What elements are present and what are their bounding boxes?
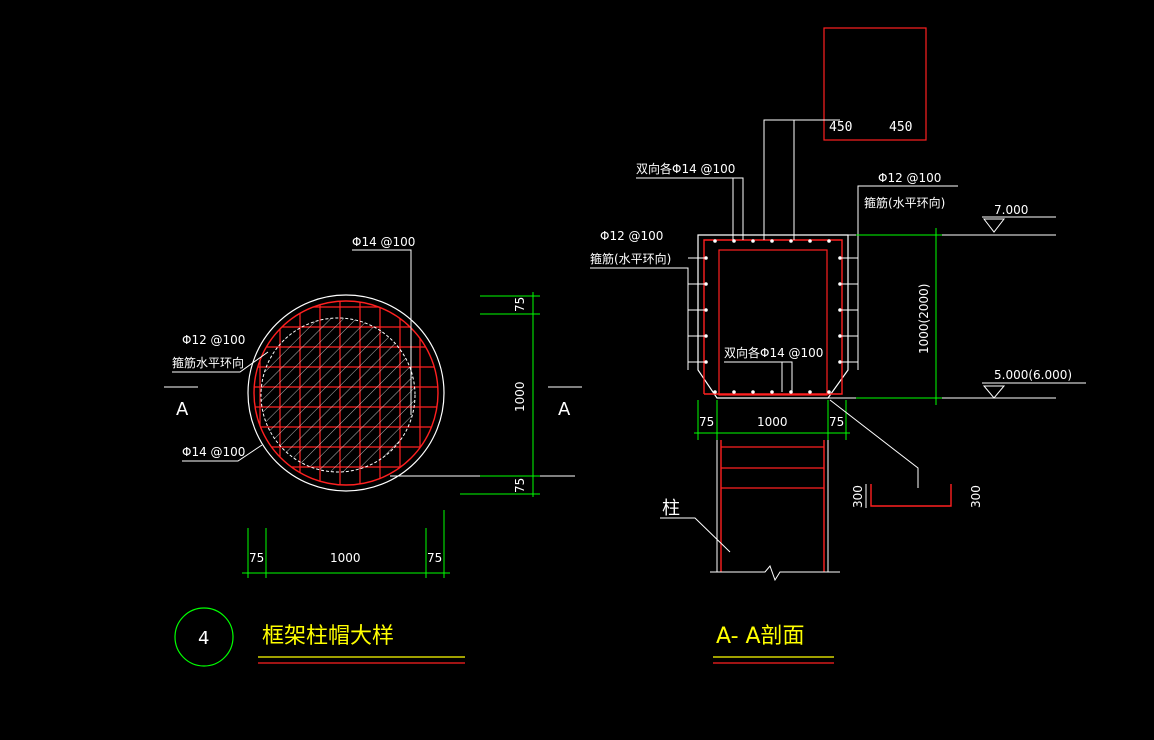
label-top-two-way: 双向各Φ14 @100	[636, 161, 735, 176]
plan-dim-v-top: 75	[513, 297, 527, 312]
detail-number-circle	[174, 607, 234, 667]
rebar-dot	[704, 282, 708, 286]
detail-number: 4	[198, 628, 209, 649]
label-left-stirrup-desc: 箍筋(水平环向)	[590, 251, 671, 266]
rebar-dot	[838, 360, 842, 364]
detail-title: 框架柱帽大样	[262, 624, 394, 649]
leader-left-stirrup	[590, 267, 689, 370]
rebar-dot	[751, 239, 755, 243]
inner-rebar-cage	[718, 249, 828, 396]
rebar-dot	[770, 239, 774, 243]
rebar-dot	[732, 390, 736, 394]
plan-dim-h-mid: 1000	[330, 551, 361, 565]
leader-top-rebar	[352, 249, 412, 415]
plan-dim-v-mid: 1000	[513, 381, 527, 412]
label-inner-two-way: 双向各Φ14 @100	[724, 345, 823, 360]
rebar-dot	[789, 239, 793, 243]
cap-outline-circle	[247, 294, 445, 492]
plan-dim-v-bot: 75	[513, 478, 527, 493]
leader-column-label	[660, 517, 731, 553]
label-right-stirrup-spec: Φ12 @100	[878, 171, 941, 185]
break-line	[710, 565, 840, 582]
rebar-dot	[838, 334, 842, 338]
section-horizontal-dimension	[694, 400, 850, 440]
label-bottom-rebar: Φ14 @100	[182, 445, 245, 459]
section-vertical-dimension	[856, 228, 942, 405]
leader-inner	[724, 361, 793, 392]
rebar-dot	[713, 239, 717, 243]
lower-column	[710, 440, 840, 582]
section-dim-w-right: 75	[829, 415, 844, 429]
rebar-dot	[827, 390, 831, 394]
plan-dim-h-right: 75	[427, 551, 442, 565]
titles: 4 框架柱帽大样 A- A剖面	[174, 607, 834, 667]
rebar-dot	[838, 282, 842, 286]
col-dim-1: 450	[829, 120, 852, 135]
plan-dim-h-left: 75	[249, 551, 264, 565]
section-dim-w-mid: 1000	[757, 415, 788, 429]
rebar-dot	[838, 308, 842, 312]
label-left-stirrup-spec: Φ12 @100	[600, 229, 663, 243]
section-dim-w-left: 75	[699, 415, 714, 429]
hook-dim-right: 300	[969, 485, 983, 508]
leader-column-1	[763, 119, 840, 240]
hook-leader	[829, 399, 919, 488]
plan-view: Φ14 @100 Φ12 @100 箍筋水平环向 Φ14 @100 A A 75…	[164, 235, 582, 578]
elevation-bottom: 5.000(6.000)	[994, 368, 1072, 382]
cap-outline	[697, 234, 849, 399]
stirrup-ticks	[688, 257, 858, 363]
label-top-rebar: Φ14 @100	[352, 235, 415, 249]
rebar-dots	[704, 239, 842, 394]
section-view: 450 450 双向各Φ14 @100 Φ12 @100 箍筋(水平环向) Φ1…	[590, 27, 1086, 582]
rebar-dot	[808, 390, 812, 394]
section-mark-left: A	[176, 399, 189, 420]
leader-bottom-rebar	[182, 444, 263, 462]
hook-dim-left: 300	[851, 485, 865, 508]
rebar-dot	[808, 239, 812, 243]
rebar-dot	[838, 256, 842, 260]
rebar-dot	[713, 390, 717, 394]
section-dim-height: 1000(2000)	[917, 284, 931, 354]
elevation-top: 7.000	[994, 203, 1028, 217]
plan-horizontal-dimension	[242, 510, 450, 578]
upper-column	[823, 27, 927, 141]
rebar-dot	[751, 390, 755, 394]
column-hatch	[260, 317, 416, 473]
leader-stirrup	[172, 351, 269, 373]
label-stirrup-desc: 箍筋水平环向	[172, 355, 244, 370]
rebar-dot	[704, 308, 708, 312]
plan-vertical-dimension	[460, 292, 540, 497]
rebar-dot	[704, 334, 708, 338]
rebar-dot	[732, 239, 736, 243]
section-mark-right: A	[558, 399, 571, 420]
label-stirrup-spec: Φ12 @100	[182, 333, 245, 347]
rebar-dot	[770, 390, 774, 394]
rebar-dot	[704, 256, 708, 260]
rebar-ring-circle	[253, 300, 439, 486]
label-right-stirrup-desc: 箍筋(水平环向)	[864, 195, 945, 210]
leader-right-stirrup	[857, 185, 958, 370]
section-title: A- A剖面	[716, 624, 805, 649]
rebar-cage	[703, 239, 843, 395]
rebar-dot	[827, 239, 831, 243]
leader-top-two-way	[636, 177, 744, 240]
col-dim-2: 450	[889, 120, 912, 135]
hook-detail	[870, 484, 952, 507]
rebar-dot	[704, 360, 708, 364]
column-label: 柱	[662, 498, 680, 519]
